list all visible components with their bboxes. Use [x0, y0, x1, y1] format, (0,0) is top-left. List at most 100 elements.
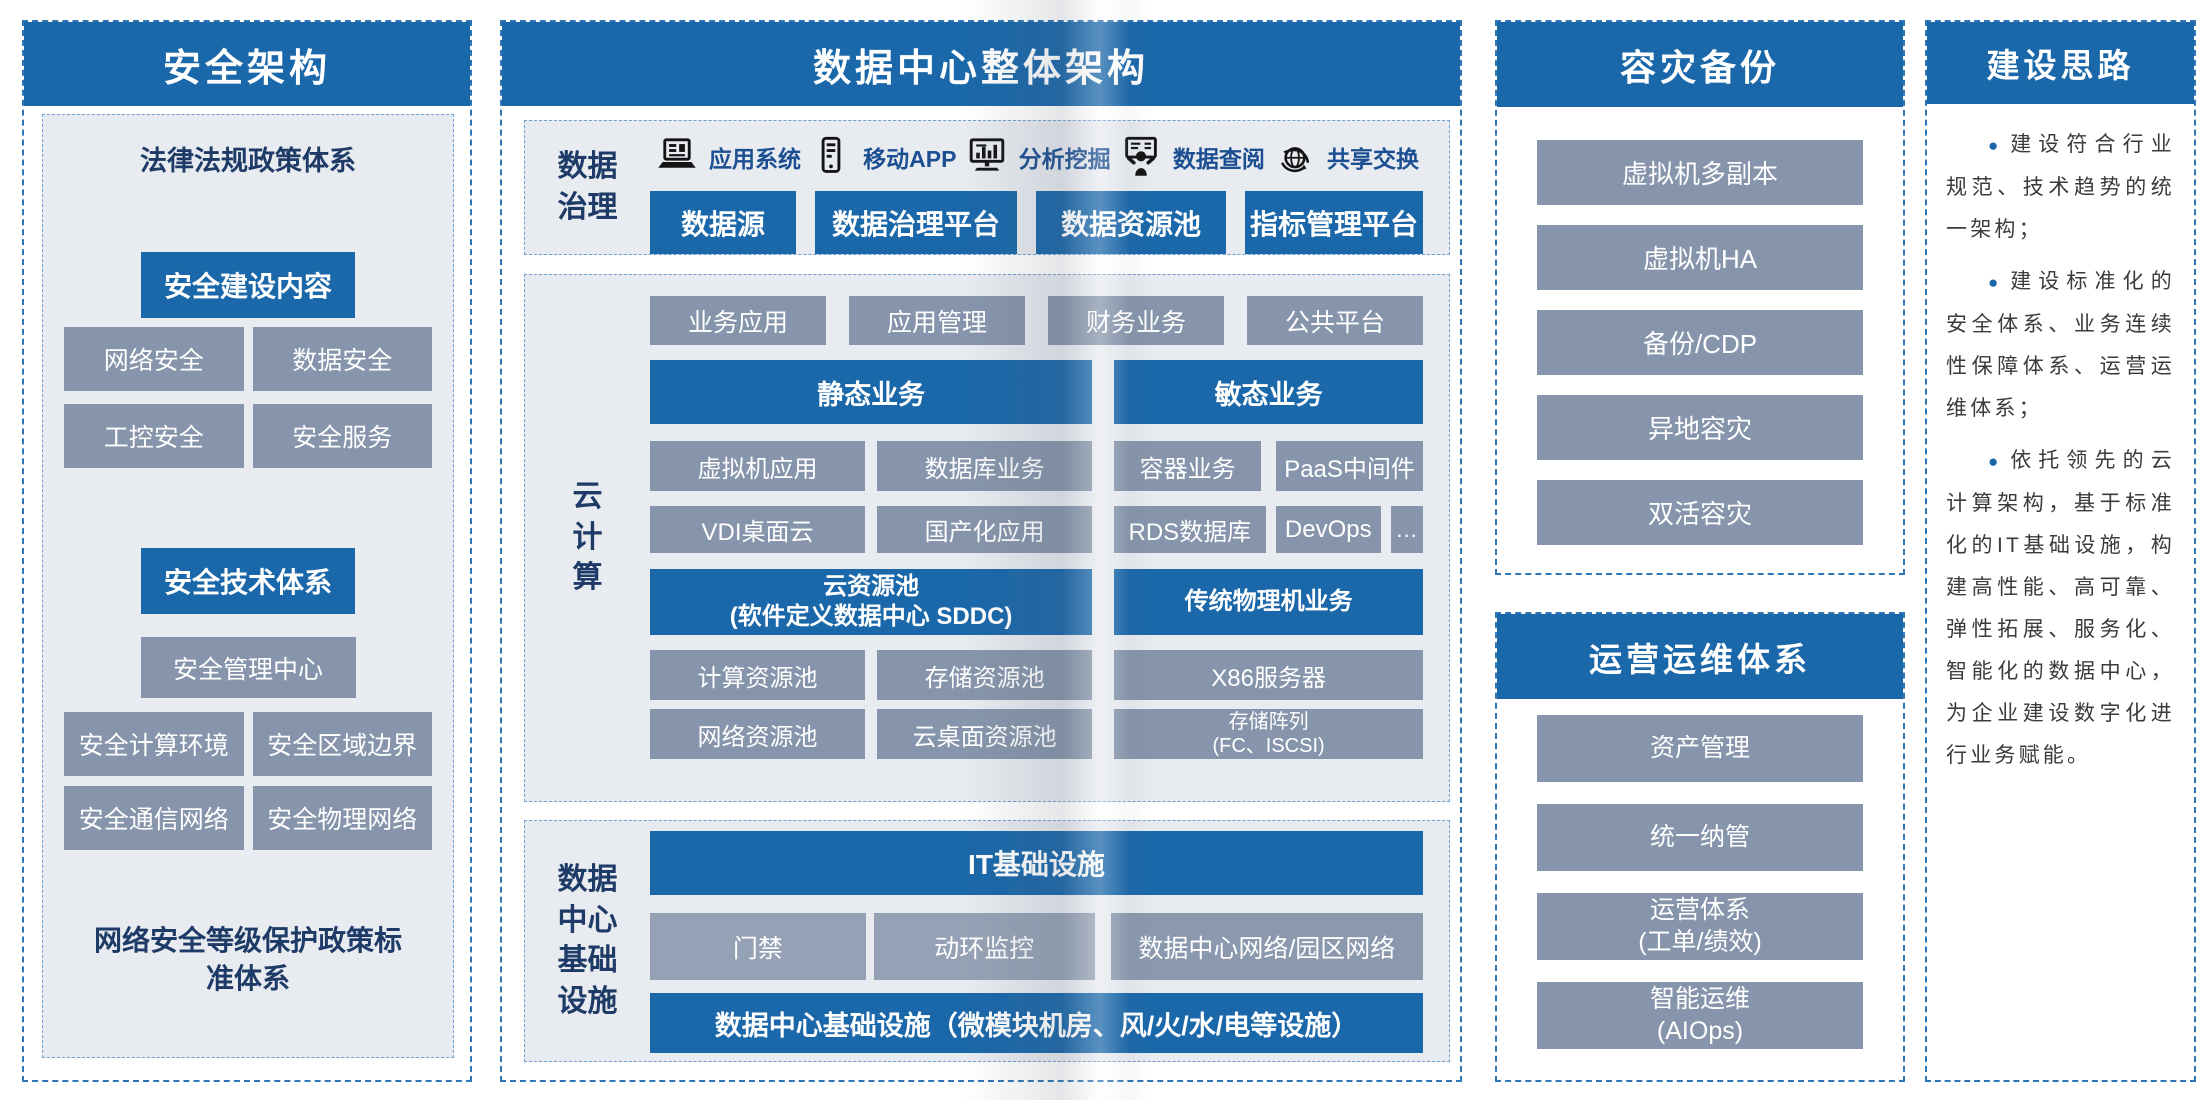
governance-apps-row: 应用系统 移动APP: [650, 126, 1423, 188]
static-business-column: 静态业务 虚拟机应用 数据库业务 VDI桌面云 国产化应用 云资源池 (软件定义…: [650, 360, 1093, 759]
block-security-service: 安全服务: [252, 404, 432, 468]
block-business-app: 业务应用: [650, 296, 826, 345]
agile-business-header: 敏态业务: [1114, 360, 1423, 424]
block-backup-cdp: 备份/CDP: [1537, 310, 1863, 375]
security-panel: 安全架构 法律法规政策体系 安全建设内容 网络安全 数据安全 工控安全 安全服务…: [22, 20, 472, 1082]
app-system-item: 应用系统: [654, 134, 801, 180]
idea-bullet-2: ●建设标准化的安全体系、业务连续性保障体系、运营运维体系；: [1946, 270, 2175, 420]
analytics-label: 分析挖掘: [1018, 146, 1111, 172]
block-secure-physical-network: 安全物理网络: [252, 786, 432, 850]
data-review-label: 数据查阅: [1172, 146, 1265, 172]
block-public-platform: 公共平台: [1247, 296, 1423, 345]
block-data-security: 数据安全: [252, 327, 432, 391]
block-secure-zone-boundary: 安全区域边界: [252, 712, 432, 776]
block-database-business: 数据库业务: [877, 441, 1093, 491]
share-exchange-item: 共享交换: [1272, 134, 1419, 180]
static-business-header: 静态业务: [650, 360, 1093, 424]
mobile-app-label: 移动APP: [863, 146, 957, 172]
block-aiops: 智能运维 (AIOps): [1537, 982, 1863, 1049]
block-remote-dr: 异地容灾: [1537, 395, 1863, 460]
governance-platforms-row: 数据源 数据治理平台 数据资源池 指标管理平台: [650, 191, 1423, 254]
security-inner-box: 法律法规政策体系 安全建设内容 网络安全 数据安全 工控安全 安全服务 安全技术…: [42, 114, 454, 1058]
cloud-computing-label: 云 计 算: [572, 480, 603, 595]
block-network-security: 网络安全: [64, 327, 244, 391]
operations-title: 运营运维体系: [1497, 614, 1903, 699]
block-more-ellipsis: ...: [1391, 506, 1423, 553]
block-data-source: 数据源: [650, 191, 796, 254]
bullet-dot-icon: ●: [1988, 136, 2003, 155]
security-tech-header: 安全技术体系: [141, 548, 355, 614]
idea-bullet-3: ●依托领先的云计算架构，基于标准化的IT基础设施，构建高性能、高可靠、弹性拓展、…: [1946, 449, 2175, 767]
block-cloud-desktop-pool: 云桌面资源池: [877, 709, 1093, 759]
idea-bullet-1: ●建设符合行业规范、技术趋势的统一架构；: [1946, 133, 2175, 241]
block-operation-system: 运营体系 (工单/绩效): [1537, 893, 1863, 960]
block-app-mgmt: 应用管理: [849, 296, 1025, 345]
block-unified-mgmt: 统一纳管: [1537, 804, 1863, 871]
data-review-icon: [1125, 136, 1157, 176]
data-governance-box: 数据 治理 应用系统: [524, 120, 1450, 255]
security-build-grid: 网络安全 数据安全 工控安全 安全服务: [64, 327, 432, 468]
block-network-pool: 网络资源池: [650, 709, 866, 759]
block-finance-business: 财务业务: [1048, 296, 1224, 345]
infrastructure-label: 数据 中心 基础 设施: [557, 863, 618, 1018]
block-rds-database: RDS数据库: [1114, 506, 1266, 553]
law-policy-title: 法律法规政策体系: [140, 146, 356, 176]
block-vm-multi-replica: 虚拟机多副本: [1537, 140, 1863, 205]
construction-ideas-body: ●建设符合行业规范、技术趋势的统一架构； ●建设标准化的安全体系、业务连续性保障…: [1927, 104, 2194, 777]
mobile-app-icon: [821, 136, 841, 173]
block-compute-pool: 计算资源池: [650, 650, 866, 700]
infrastructure-items-row: 门禁 动环监控 数据中心网络/园区网络: [650, 913, 1423, 980]
bullet-dot-icon: ●: [1988, 452, 2003, 471]
block-env-monitoring: 动环监控: [873, 913, 1095, 980]
block-vm-app: 虚拟机应用: [650, 441, 866, 491]
block-storage-array: 存储阵列 (FC、ISCSI): [1114, 709, 1423, 759]
construction-ideas-panel: 建设思路 ●建设符合行业规范、技术趋势的统一架构； ●建设标准化的安全体系、业务…: [1925, 20, 2196, 1082]
block-secure-comm-network: 安全通信网络: [64, 786, 244, 850]
cloud-computing-box: 云 计 算 业务应用 应用管理 财务业务 公共平台 静态业务 虚拟机应用 数据库…: [524, 274, 1450, 802]
block-ics-security: 工控安全: [64, 404, 244, 468]
disaster-recovery-panel: 容灾备份 虚拟机多副本 虚拟机HA 备份/CDP 异地容灾 双活容灾: [1495, 20, 1905, 575]
mobile-app-item: 移动APP: [808, 134, 956, 180]
datacenter-panel: 数据中心整体架构 数据 治理 应用系统: [500, 20, 1462, 1082]
block-devops: DevOps: [1275, 506, 1382, 553]
construction-ideas-title: 建设思路: [1927, 22, 2194, 104]
block-security-mgmt-center: 安全管理中心: [140, 637, 356, 698]
analytics-item: 分析挖掘: [964, 134, 1111, 180]
cloud-apps-row: 业务应用 应用管理 财务业务 公共平台: [650, 296, 1423, 345]
block-dc-facility: 数据中心基础设施（微模块机房、风/火/水/电等设施）: [650, 993, 1423, 1053]
bullet-dot-icon: ●: [1988, 273, 2003, 292]
block-vm-ha: 虚拟机HA: [1537, 225, 1863, 290]
share-exchange-icon: [1280, 147, 1310, 173]
block-secure-computing-env: 安全计算环境: [64, 712, 244, 776]
data-governance-label: 数据 治理: [557, 150, 618, 224]
block-active-active-dr: 双活容灾: [1537, 480, 1863, 545]
block-it-infrastructure: IT基础设施: [650, 831, 1423, 895]
security-panel-title: 安全架构: [24, 22, 470, 106]
block-asset-mgmt: 资产管理: [1537, 715, 1863, 782]
data-review-item: 数据查阅: [1118, 134, 1265, 180]
agile-business-column: 敏态业务 容器业务 PaaS中间件 RDS数据库 DevOps ... 传统物理…: [1114, 360, 1424, 759]
block-storage-pool: 存储资源池: [877, 650, 1093, 700]
infrastructure-box: 数据 中心 基础 设施 IT基础设施 门禁 动环监控 数据中心网络/园区网络 数…: [524, 820, 1450, 1062]
share-exchange-label: 共享交换: [1326, 146, 1419, 172]
app-system-label: 应用系统: [709, 146, 801, 172]
operations-panel: 运营运维体系 资产管理 统一纳管 运营体系 (工单/绩效) 智能运维 (AIOp…: [1495, 612, 1905, 1082]
block-data-governance-platform: 数据治理平台: [815, 191, 1017, 254]
analytics-icon: [969, 138, 1004, 171]
block-dc-campus-network: 数据中心网络/园区网络: [1110, 913, 1423, 980]
block-paas-middleware: PaaS中间件: [1276, 441, 1424, 491]
block-indicator-mgmt-platform: 指标管理平台: [1245, 191, 1423, 254]
block-sddc-pool: 云资源池 (软件定义数据中心 SDDC): [650, 569, 1093, 635]
block-physical-machine-business: 传统物理机业务: [1114, 569, 1423, 635]
block-container-business: 容器业务: [1114, 441, 1262, 491]
security-tech-grid: 安全计算环境 安全区域边界 安全通信网络 安全物理网络: [64, 712, 432, 850]
datacenter-panel-title: 数据中心整体架构: [502, 22, 1460, 106]
block-access-control: 门禁: [650, 913, 866, 980]
grade-protection-note: 网络安全等级保护政策标 准体系: [93, 925, 402, 994]
block-domestic-app: 国产化应用: [877, 506, 1093, 553]
block-vdi-desktop-cloud: VDI桌面云: [650, 506, 866, 553]
disaster-recovery-title: 容灾备份: [1497, 22, 1903, 107]
security-build-header: 安全建设内容: [141, 252, 355, 318]
block-data-resource-pool: 数据资源池: [1036, 191, 1226, 254]
